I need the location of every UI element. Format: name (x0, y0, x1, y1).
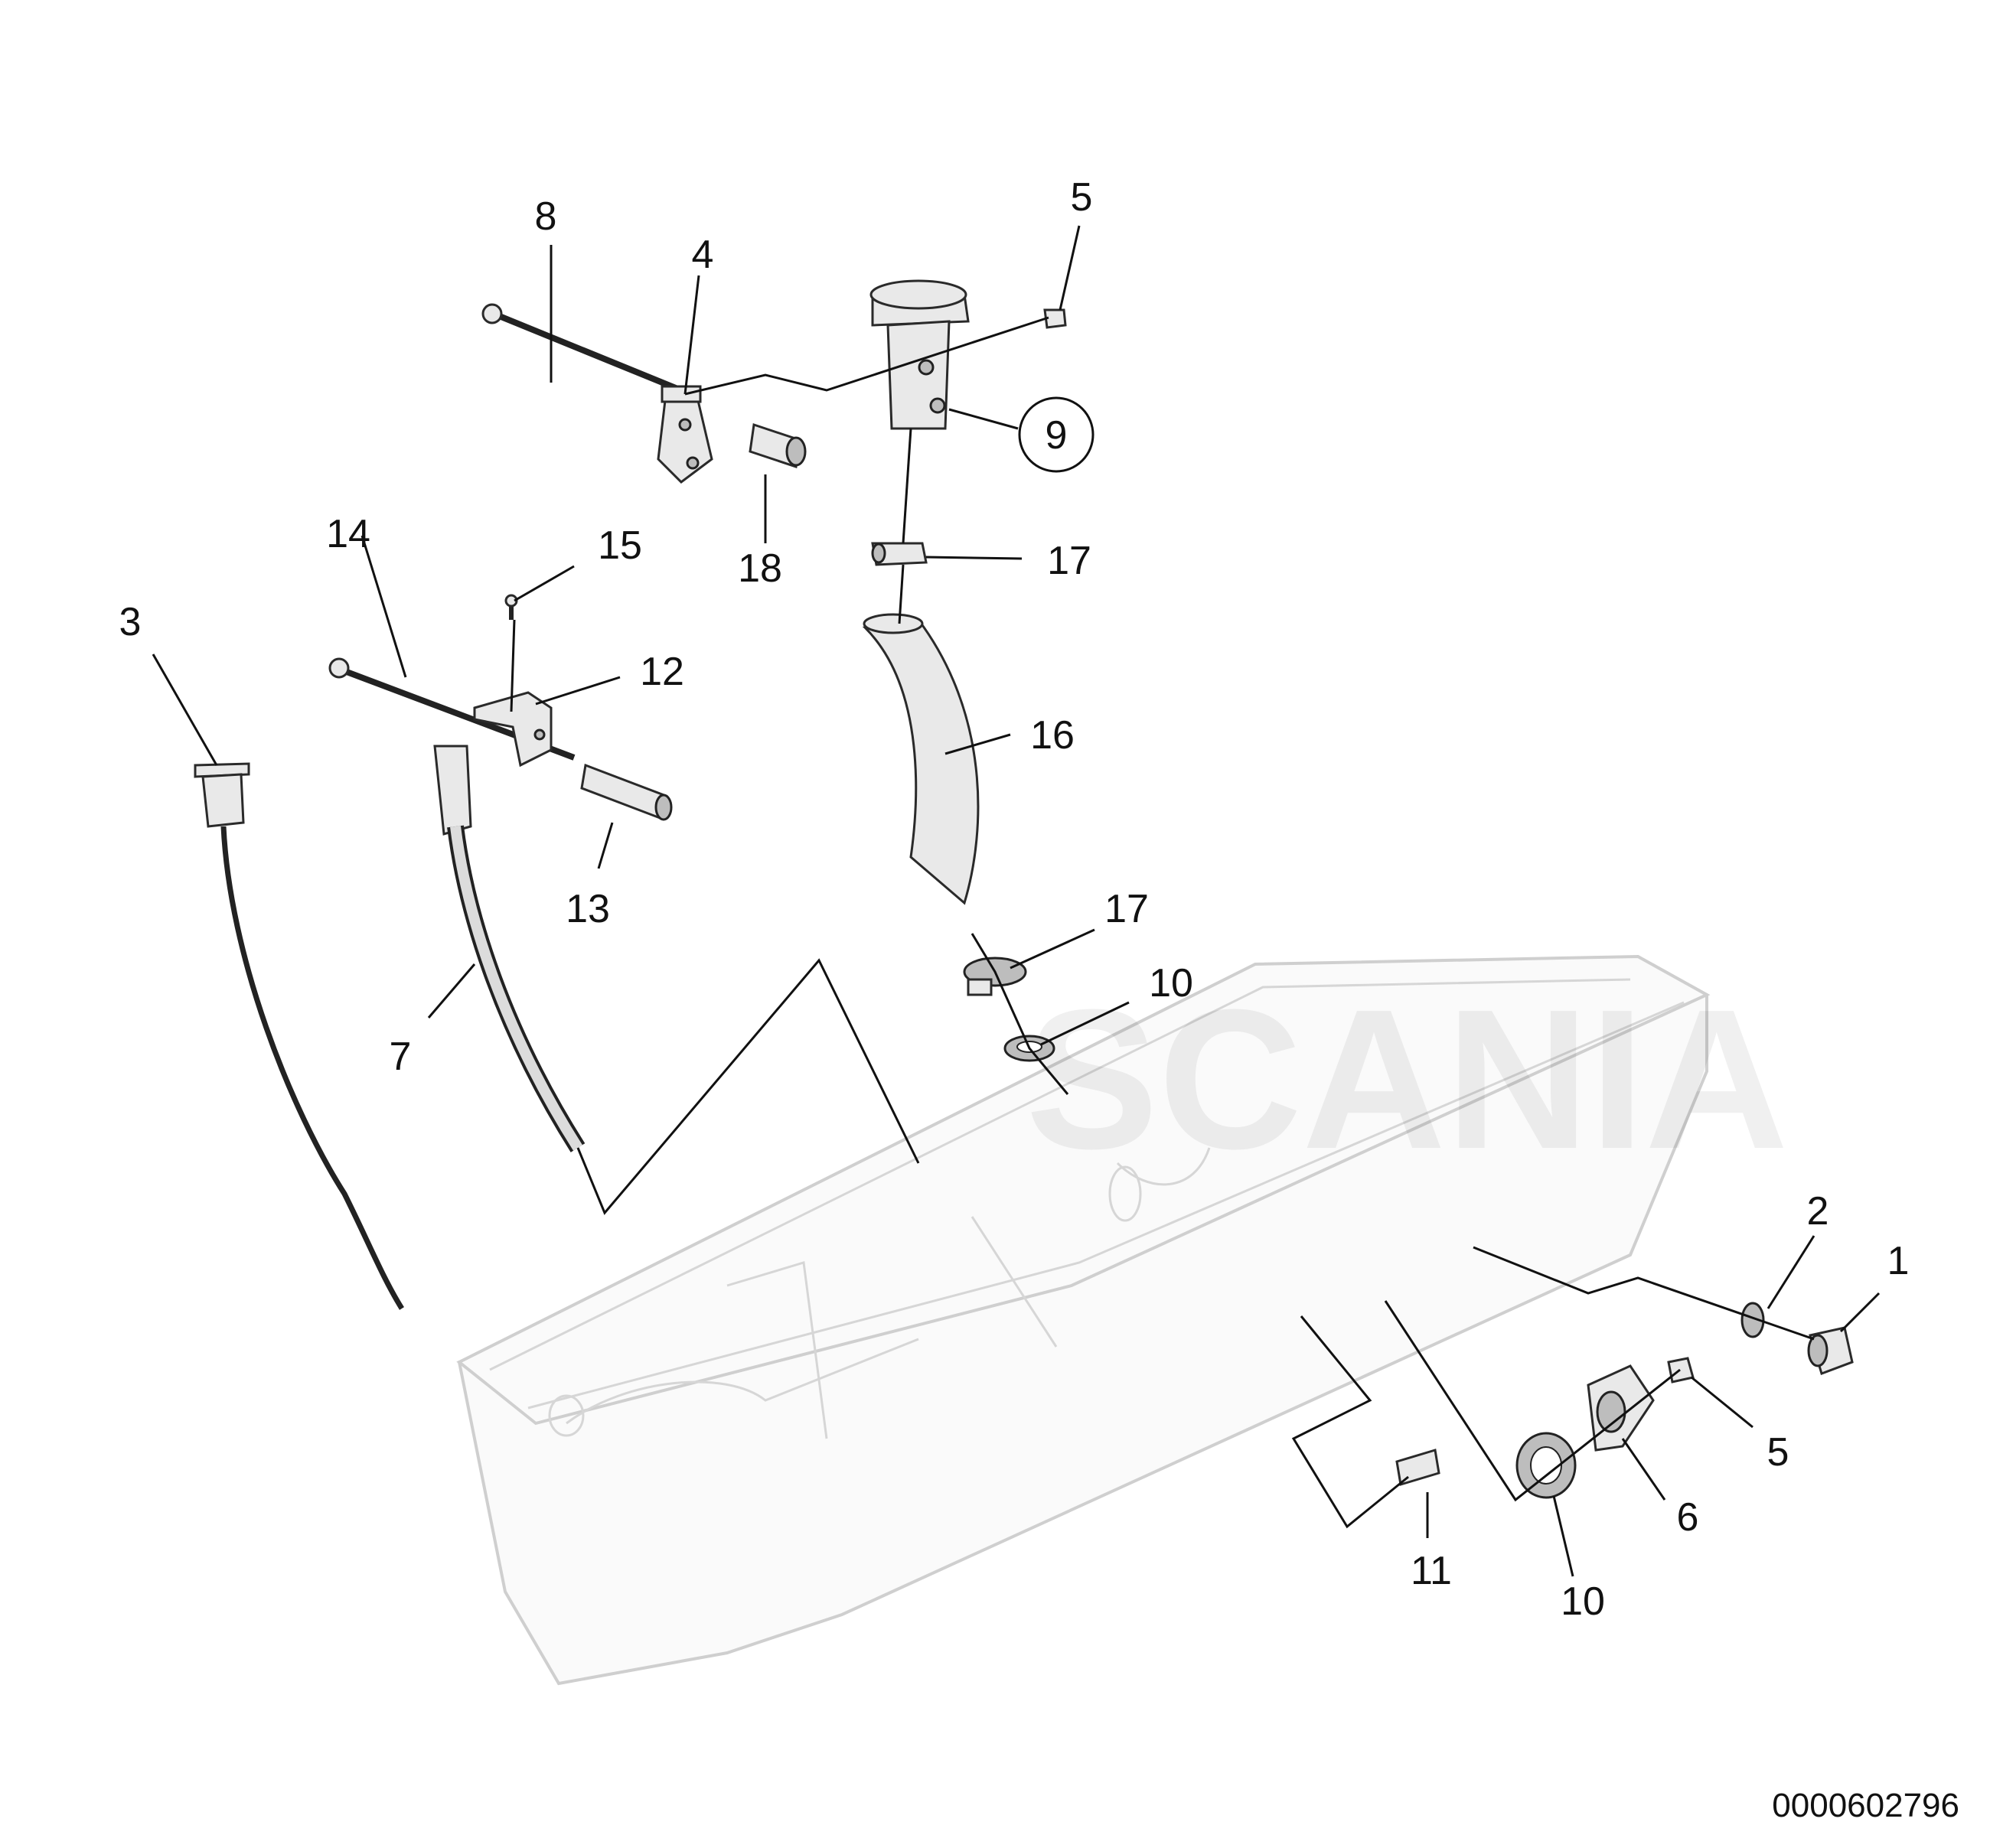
callout-17-top: 17 (1047, 539, 1091, 583)
part-10-seal-bottom (1515, 1432, 1577, 1499)
callout-6: 6 (1677, 1495, 1699, 1540)
callout-7: 7 (390, 1035, 412, 1079)
watermark: SCANIA (1026, 969, 1789, 1191)
part-5-bolt-bottom (1667, 1357, 1695, 1384)
part-2-washer (1740, 1302, 1765, 1338)
callout-13: 13 (566, 887, 610, 931)
callout-8: 8 (535, 194, 557, 239)
part-7-guide-tube (433, 745, 586, 1152)
part-1-drain-plug (1807, 1326, 1854, 1375)
part-5-bolt-top (1043, 308, 1067, 329)
callout-9-circle (1018, 396, 1094, 473)
part-8-bolt (481, 303, 683, 393)
part-16-hose (862, 613, 980, 905)
callout-18: 18 (738, 546, 782, 591)
part-4-bracket (657, 385, 713, 484)
leader-lines (152, 225, 1881, 1577)
callout-11: 11 (1411, 1549, 1452, 1593)
callout-labels: 1 2 3 4 5 5 6 7 8 9 10 10 11 12 13 14 15… (119, 175, 1910, 1624)
part-18-sleeve (749, 423, 807, 468)
part-9-filler-neck (869, 279, 970, 430)
callout-15: 15 (598, 523, 642, 568)
callout-9: 9 (1046, 413, 1068, 458)
callout-5-bottom: 5 (1767, 1430, 1789, 1475)
part-12-bracket (473, 691, 553, 768)
callout-3: 3 (119, 600, 142, 644)
callout-1: 1 (1887, 1239, 1910, 1283)
callout-14: 14 (326, 512, 370, 556)
part-17-clamp-bottom (963, 957, 1027, 996)
part-6-cover (1587, 1364, 1655, 1452)
document-id: 0000602796 (1772, 1787, 1959, 1824)
part-11-pin (1395, 1449, 1440, 1486)
callout-12: 12 (640, 650, 684, 694)
callout-17-bottom: 17 (1104, 887, 1149, 931)
callout-10-bottom: 10 (1561, 1579, 1605, 1624)
oil-pan (456, 954, 1711, 1686)
callout-4: 4 (692, 233, 714, 277)
callout-16: 16 (1030, 713, 1075, 758)
callout-10-top: 10 (1149, 961, 1193, 1005)
callout-2: 2 (1807, 1189, 1829, 1234)
part-3-dipstick (194, 762, 404, 1310)
part-13-sleeve (580, 763, 673, 821)
callout-5-top: 5 (1071, 175, 1093, 220)
part-15-screw (504, 594, 518, 620)
part-17-clamp-top (871, 542, 928, 566)
